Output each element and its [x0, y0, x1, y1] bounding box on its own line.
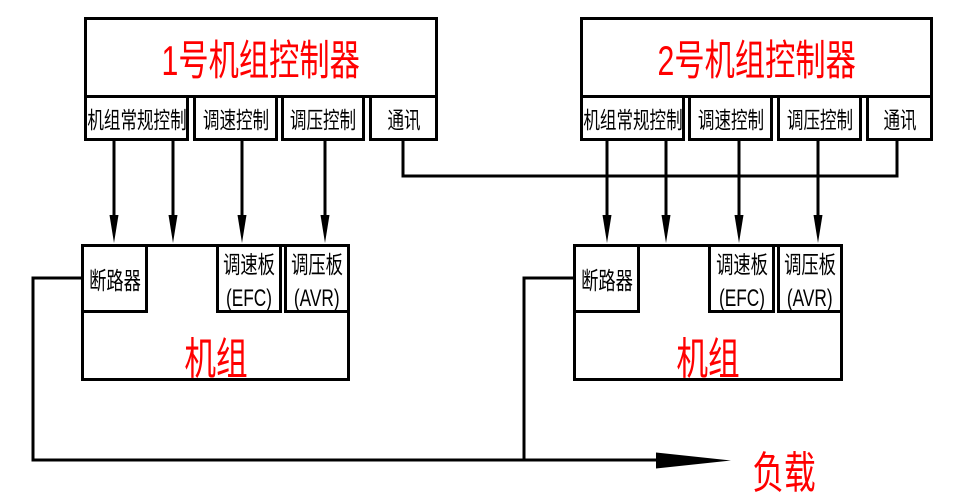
controller1-module-comm: 通讯: [369, 95, 438, 141]
avr-board-abbr: (AVR): [294, 284, 340, 312]
controller2-module-voltage-control: 调压控制: [777, 95, 862, 141]
controller1-title: 1号机组控制器: [161, 37, 361, 84]
controller2-title: 2号机组控制器: [657, 37, 856, 84]
unit1-avr-board-box: 调压板 (AVR): [284, 244, 350, 313]
module-label: 通讯: [386, 107, 421, 133]
governor-board-abbr: (EFC): [225, 284, 273, 312]
breaker-label: 断路器: [88, 268, 141, 295]
module-label: 通讯: [882, 107, 917, 133]
module-label: 调速控制: [697, 107, 764, 133]
controller1-box: 1号机组控制器: [84, 17, 438, 98]
unit2-avr-board-box: 调压板 (AVR): [777, 244, 843, 313]
controller2-module-speed-control: 调速控制: [688, 95, 773, 141]
module-label: 机组常规控制: [86, 107, 187, 133]
avr-board-abbr: (AVR): [787, 284, 833, 312]
controller1-module-routine-control: 机组常规控制: [84, 95, 189, 141]
controller1-module-speed-control: 调速控制: [193, 95, 278, 141]
controller2-box: 2号机组控制器: [580, 17, 933, 98]
breaker-label: 断路器: [580, 268, 633, 295]
avr-board-name: 调压板: [291, 251, 343, 279]
unit2-breaker-box: 断路器: [573, 244, 640, 313]
unit1-label: 机组: [183, 335, 248, 384]
governor-board-name: 调速板: [715, 251, 768, 279]
module-label: 调压控制: [786, 107, 853, 133]
unit2-governor-board-box: 调速板 (EFC): [708, 244, 775, 313]
controller2-module-routine-control: 机组常规控制: [580, 95, 685, 141]
controller1-module-voltage-control: 调压控制: [281, 95, 365, 141]
comm-link-line: [401, 141, 899, 178]
governor-board-name: 调速板: [223, 251, 275, 279]
down-arrowheads: [109, 215, 823, 243]
load-arrowhead: [656, 452, 731, 469]
avr-board-name: 调压板: [784, 251, 836, 279]
module-label: 调速控制: [202, 107, 269, 133]
control-signal-lines: [112, 141, 820, 232]
module-label: 调压控制: [289, 107, 357, 133]
unit1-breaker-box: 断路器: [81, 244, 148, 313]
load-label: 负载: [752, 449, 816, 497]
governor-board-abbr: (EFC): [718, 284, 765, 312]
power-bus-lines: [31, 276, 660, 462]
unit1-governor-board-box: 调速板 (EFC): [216, 244, 282, 313]
controller2-module-comm: 通讯: [866, 95, 933, 141]
module-label: 机组常规控制: [582, 107, 683, 133]
unit2-label: 机组: [676, 335, 740, 384]
